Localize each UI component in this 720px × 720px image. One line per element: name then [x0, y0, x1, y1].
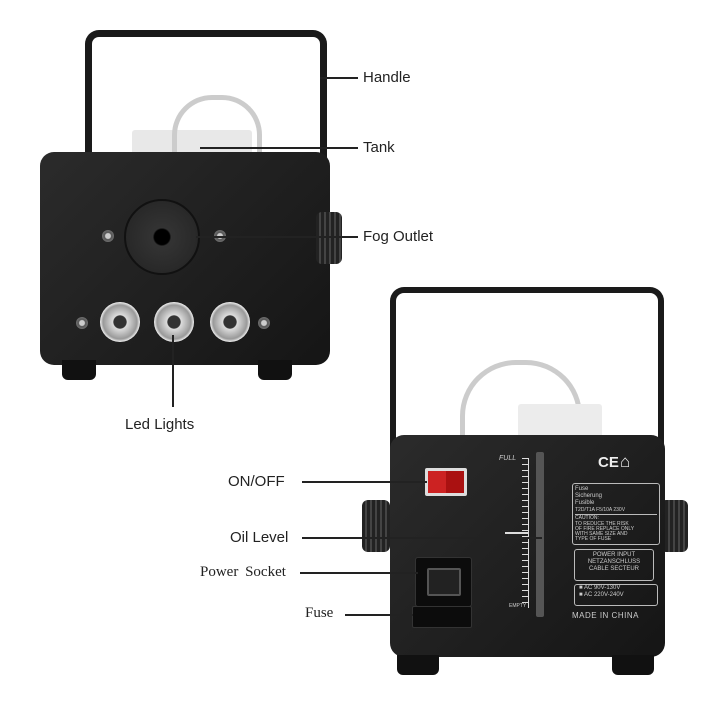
- front-knob: [316, 212, 342, 264]
- oil-level-marker: [505, 532, 529, 534]
- fog-outlet: [124, 199, 200, 275]
- panel-text: NETZANSCHLUSS: [587, 559, 641, 565]
- indoor-use-icon: ⌂: [620, 452, 631, 471]
- led-light: [210, 302, 250, 342]
- back-handle: [390, 287, 664, 453]
- empty-label: EMPTY: [509, 603, 527, 609]
- screw: [258, 317, 270, 329]
- label-tank: Tank: [363, 139, 395, 156]
- leader-line: [302, 481, 427, 483]
- tank-loop: [460, 360, 582, 445]
- foot: [612, 655, 654, 675]
- voltage-option: ■ AC 90V-130V: [579, 585, 621, 591]
- fuse-info-panel: Fuse Sicherung Fusible T2D/T1A F5/10A 23…: [572, 483, 660, 545]
- label-handle: Handle: [363, 69, 411, 86]
- foot: [258, 360, 292, 380]
- tank-loop: [172, 95, 262, 160]
- leader-line: [196, 236, 358, 238]
- fuse-holder[interactable]: [412, 606, 472, 628]
- panel-text: AC 220V-240V: [583, 592, 624, 598]
- label-led-lights: Led Lights: [125, 416, 195, 433]
- panel-text: TYPE OF FUSE: [575, 536, 612, 542]
- voltage-panel: ■ AC 90V-130V ■ AC 220V-240V: [574, 584, 658, 606]
- power-input-panel: POWER INPUT NETZANSCHLUSS CABLE SECTEUR: [574, 549, 654, 581]
- leader-line: [302, 537, 542, 539]
- panel-text: AC 90V-130V: [583, 585, 621, 591]
- leader-line: [172, 335, 174, 407]
- made-in-label: MADE IN CHINA: [572, 611, 639, 620]
- oil-level-window: [536, 452, 544, 617]
- panel-text: T2D/T1A F5/10A 230V: [575, 507, 626, 513]
- back-knob: [362, 500, 390, 552]
- panel-text: WITH SAME SIZE AND: [575, 531, 628, 537]
- screw: [102, 230, 114, 242]
- panel-text: Sicherung: [575, 493, 603, 499]
- leader-line: [345, 614, 413, 616]
- label-on-off: ON/OFF: [228, 473, 285, 490]
- leader-line: [320, 77, 358, 79]
- label-fuse: Fuse: [305, 605, 334, 621]
- panel-text: CABLE SECTEUR: [588, 566, 639, 572]
- led-light: [154, 302, 194, 342]
- foot: [62, 360, 96, 380]
- screw: [76, 317, 88, 329]
- panel-text: POWER INPUT: [592, 552, 636, 558]
- label-power-socket: Power Socket: [200, 564, 286, 580]
- panel-text: Fusible: [575, 500, 595, 506]
- power-socket[interactable]: [415, 557, 472, 607]
- full-label: FULL: [499, 455, 517, 462]
- leader-line: [200, 147, 358, 149]
- panel-text: OF FIRE REPLACE ONLY: [575, 526, 635, 532]
- foot: [397, 655, 439, 675]
- label-oil-level: Oil Level: [230, 529, 289, 546]
- ce-mark: CE: [598, 454, 619, 471]
- panel-text: TO REDUCE THE RISK: [575, 521, 629, 527]
- panel-text: Fuse: [575, 486, 589, 492]
- voltage-option: ■ AC 220V-240V: [579, 592, 624, 598]
- led-light: [100, 302, 140, 342]
- power-switch[interactable]: [425, 468, 467, 496]
- panel-text: CAUTION:: [575, 514, 657, 522]
- label-fog-outlet: Fog Outlet: [363, 228, 434, 245]
- leader-line: [300, 572, 418, 574]
- back-tank: [518, 404, 602, 440]
- front-handle: [85, 30, 327, 187]
